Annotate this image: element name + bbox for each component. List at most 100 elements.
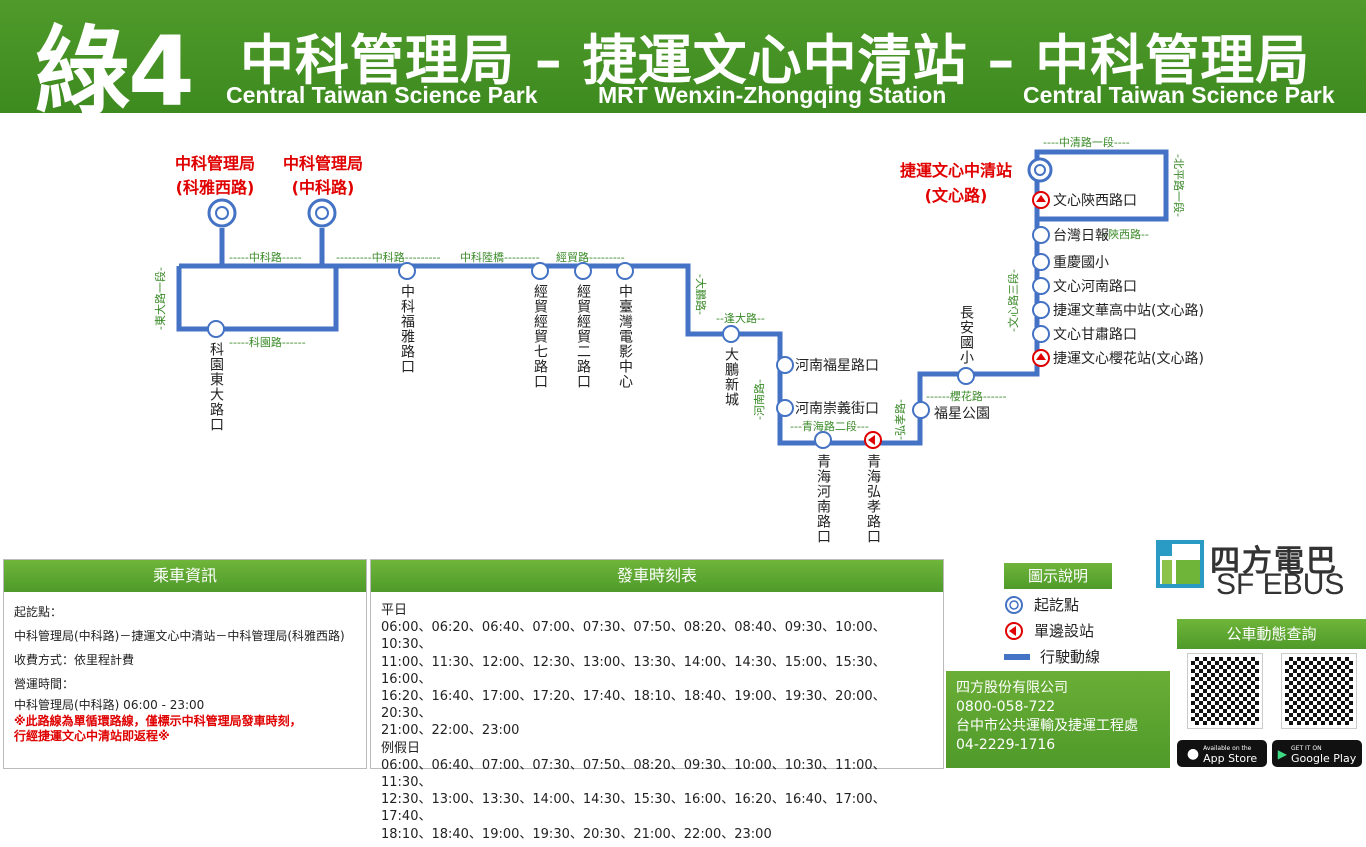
oneway-stop-icon: [1005, 621, 1023, 640]
route-title: 中科管理局 – 捷運文心中清站 – 中科管理局: [240, 29, 1311, 92]
stop-dapeng-newcity: 大鵬新城: [723, 347, 739, 407]
company-box: 四方股份有限公司 0800-058-722 台中市公共運輸及捷運工程處 04-2…: [946, 671, 1170, 768]
stop-mrt-wenhua: 捷運文華高中站(文心路): [1053, 302, 1204, 319]
route-line-icon: [1004, 653, 1030, 660]
schedule-panel: 發車時刻表 平日 06:00、06:20、06:40、07:00、07:30、0…: [370, 559, 944, 842]
road-label-wenxin3: -文心路三段-: [1006, 269, 1020, 332]
weekday-times-3: 16:20、16:40、17:00、17:20、17:40、18:10、18:4…: [381, 689, 886, 722]
holiday-times-1: 06:00、06:40、07:00、07:30、07:50、08:20、09:3…: [381, 757, 886, 791]
legend-route-label: 行駛動線: [1040, 648, 1101, 666]
stop-taiwan-daily: 台灣日報: [1053, 228, 1109, 244]
terminal-sub-wenxin: (文心路): [925, 186, 988, 205]
holiday-times-3: 18:10、18:40、19:00、19:30、20:30、21:00、22:0…: [381, 826, 772, 842]
legend-route: 行駛動線: [1004, 646, 1100, 667]
brand-name-zh: 四方電巴: [1210, 544, 1338, 579]
road-label-zhongke-2: ---------中科路---------: [336, 250, 440, 264]
company-phone: 0800-058-722: [956, 699, 1056, 715]
title-en-mid: MRT Wenxin-Zhongqing Station: [598, 82, 947, 108]
road-label-henan: -河南路-: [753, 379, 766, 420]
google-play-button[interactable]: ▶ GET IT ON Google Play: [1272, 740, 1362, 767]
terminal-name-keyaxi: 中科管理局: [175, 154, 255, 173]
stop-jingmao-7: 經貿經貿七路口: [532, 284, 548, 389]
info-panel-title: 乘車資訊: [4, 560, 366, 592]
stop-zhongke-fuya: 中科福雅路口: [399, 284, 415, 374]
stop-keyuan-dongda: 科園東大路口: [208, 342, 224, 432]
dept-phone: 04-2229-1716: [956, 737, 1056, 753]
road-label-hongxiao: -弘孝路-: [894, 399, 907, 440]
stop-wenxin-henan: 文心河南路口: [1053, 279, 1137, 295]
road-label-qinghai: ---青海路二段---: [790, 419, 869, 433]
terminal-name-wenxin: 捷運文心中清站: [900, 161, 1012, 180]
app-store-button[interactable]: ● Available on the App Store: [1177, 740, 1267, 767]
qr-code-ios[interactable]: [1187, 653, 1263, 729]
sfebus-logo-icon: [1156, 540, 1204, 588]
road-label-jingmao: 經貿路---------: [556, 250, 625, 264]
start-value: 中科管理局(中科路)－捷運文心中清站－中科管理局(科雅西路): [14, 629, 345, 643]
road-label-zhongke-1: -----中科路-----: [229, 250, 302, 264]
dept-name: 台中市公共運輸及捷運工程處: [956, 718, 1138, 734]
start-label: 起訖點：: [14, 605, 63, 619]
road-label-dongda: -東大路一段-: [153, 267, 167, 330]
route-note-2: 行經捷運文心中清站即返程※: [14, 729, 170, 743]
stop-jingmao-2: 經貿經貿二路口: [575, 284, 591, 389]
google-play-label: Google Play: [1291, 751, 1357, 765]
holiday-label: 例假日: [381, 740, 421, 756]
terminal-icon: [1005, 595, 1023, 614]
oneway-stop-markers: [864, 191, 1050, 449]
header-banner: 綠4 中科管理局 – 捷運文心中清站 – 中科管理局 Central Taiwa…: [0, 0, 1366, 128]
info-panel: 乘車資訊 起訖點： 中科管理局(中科路)－捷運文心中清站－中科管理局(科雅西路)…: [3, 559, 367, 769]
stop-fuxing-park: 福星公園: [934, 406, 990, 422]
stop-henan-fuxing: 河南福星路口: [795, 358, 879, 374]
legend-oneway: 單邊設站: [1004, 620, 1094, 641]
stop-qinghai-hongxiao: 青海弘孝路口: [865, 454, 881, 544]
stop-mrt-yinghua: 捷運文心櫻花站(文心路): [1053, 350, 1204, 367]
hours-value: 中科管理局(中科路) 06:00 - 23:00: [14, 698, 205, 712]
google-play-small: GET IT ON: [1291, 744, 1322, 752]
schedule-title: 發車時刻表: [371, 560, 943, 592]
stop-wenxin-gansu: 文心甘肅路口: [1053, 327, 1137, 343]
road-label-shanxi: --陝西路--: [1100, 228, 1149, 241]
road-label-yinghua: ------櫻花路------: [926, 389, 1007, 403]
title-en-right: Central Taiwan Science Park: [1023, 82, 1335, 108]
stop-chongqing-elem: 重慶國小: [1053, 255, 1109, 271]
app-store-small: Available on the: [1203, 744, 1252, 752]
hours-label: 營運時間：: [14, 677, 75, 691]
fare-text: 收費方式：依里程計費: [14, 653, 135, 667]
weekday-times-1: 06:00、06:20、06:40、07:00、07:30、07:50、08:2…: [381, 620, 886, 653]
google-play-icon: ▶: [1277, 746, 1287, 761]
app-store-label: App Store: [1203, 751, 1258, 765]
company-name: 四方股份有限公司: [956, 680, 1068, 696]
stop-henan-chongyi: 河南崇義街口: [795, 400, 879, 417]
legend-terminal-label: 起訖點: [1034, 596, 1080, 614]
stop-changan-elem: 長安國小: [958, 305, 974, 365]
terminal-name-zhongke: 中科管理局: [283, 154, 363, 173]
route-map: -----中科路----- ---------中科路--------- 中科陸橋…: [153, 135, 1204, 544]
stop-qinghai-henan: 青海河南路口: [815, 454, 831, 544]
weekday-label: 平日: [381, 603, 408, 618]
legend-title: 圖示說明: [1004, 563, 1112, 589]
stop-film-center: 中臺灣電影中心: [617, 284, 633, 389]
holiday-times-2: 12:30、13:00、13:30、14:00、14:30、15:30、16:0…: [381, 792, 886, 825]
weekday-times-4: 21:00、22:00、23:00: [381, 723, 520, 739]
road-label-keyuan: -----科園路------: [229, 335, 306, 349]
weekday-times-2: 11:00、11:30、12:00、12:30、13:00、13:30、14:0…: [381, 654, 886, 687]
road-label-fengda: --逢大路--: [716, 311, 765, 325]
brand-name-en: SF EBUS: [1216, 568, 1345, 601]
terminal-sub-keyaxi: (科雅西路): [176, 178, 255, 197]
terminal-markers: [207, 157, 1053, 228]
legend-oneway-label: 單邊設站: [1034, 622, 1095, 640]
road-label-zhongke-luqiao: 中科陸橋---------: [460, 250, 540, 264]
stop-wenxin-shanxi: 文心陝西路口: [1053, 193, 1137, 209]
road-label-beiping: -北平路一段-: [1172, 154, 1186, 217]
terminal-sub-zhongke: (中科路): [292, 178, 355, 197]
route-note-1: ※此路線為單循環路線，僅標示中科管理局發車時刻，: [14, 714, 302, 728]
apple-icon: ●: [1186, 745, 1200, 762]
road-label-zhongqing: ----中清路一段----: [1043, 135, 1130, 149]
road-label-dapeng: -大鵬路-: [694, 274, 708, 315]
qr-code-android[interactable]: [1281, 653, 1357, 729]
route-number: 綠4: [34, 16, 195, 128]
stop-markers: [207, 226, 1050, 449]
legend-terminal: 起訖點: [1004, 594, 1079, 615]
bus-query-title: 公車動態查詢: [1177, 619, 1366, 649]
title-en-left: Central Taiwan Science Park: [226, 82, 538, 108]
